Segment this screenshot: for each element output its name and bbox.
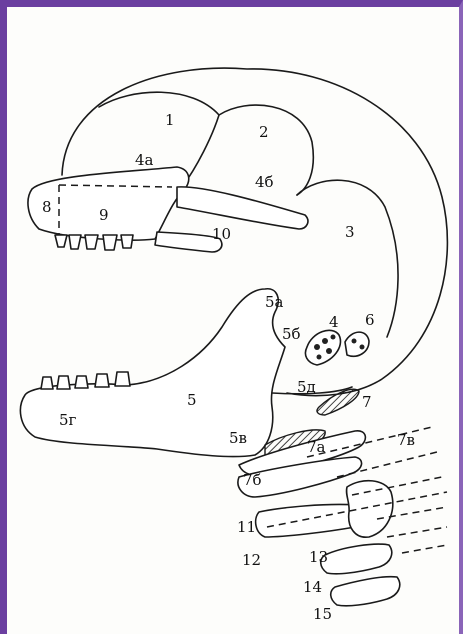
label-7: 7 [362,393,372,411]
element-15 [331,577,400,606]
label-6: 6 [365,311,375,329]
label-4: 4 [329,313,339,331]
label-5b: 5б [282,325,301,343]
label-12: 12 [242,551,261,569]
label-5g: 5г [59,411,77,429]
label-5d: 5д [297,378,316,396]
label-5: 5 [187,391,197,409]
element-13-block [347,481,393,538]
label-7b: 7б [243,471,262,489]
upper-jaw-block [28,167,189,240]
upper-teeth [55,235,133,250]
label-15: 15 [313,605,332,623]
label-8: 8 [42,198,52,216]
label-7v: 7в [397,431,415,449]
label-9: 9 [99,206,109,224]
label-13: 13 [309,548,328,566]
ossicle-cluster-4 [305,330,340,365]
label-10: 10 [212,225,231,243]
pharyngeal-arch-diagram: 1 2 3 4a 4б 8 9 10 5a 5б 4 6 5д 7 5 5г 5… [7,7,459,634]
label-14: 14 [303,578,322,596]
rod-4b [177,187,308,229]
label-2: 2 [259,123,269,141]
label-4a: 4a [135,151,154,169]
ossicle-6 [345,332,369,356]
label-1: 1 [165,111,175,129]
label-3: 3 [345,223,355,241]
element-14 [321,544,392,574]
label-5v: 5в [229,429,247,447]
label-11: 11 [237,518,256,536]
label-7a: 7а [307,438,326,456]
label-5a: 5a [265,293,284,311]
label-4b: 4б [255,173,274,191]
region-3 [297,180,398,337]
element-11 [256,504,362,537]
